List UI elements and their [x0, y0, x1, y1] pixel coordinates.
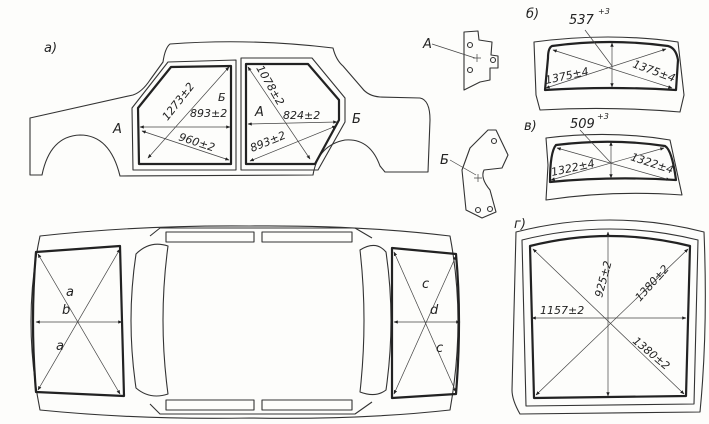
- side-view: а) А Б 1273±2 Б 893±2 960±2 1078±2 А 824…: [29, 41, 431, 177]
- windshield-view-b: б) 537 +3 1375±4 1375±4: [526, 7, 685, 113]
- rear-door-width: 893±2: [190, 107, 227, 120]
- front-door-point-a: А: [254, 105, 264, 120]
- rear-window-height: 509: [570, 117, 595, 132]
- car-top-outline: [30, 225, 459, 419]
- view-g-label: г): [514, 217, 526, 232]
- windshield-frame: [533, 36, 685, 113]
- point-b-label: Б: [352, 112, 361, 127]
- detail-a-label: А: [422, 37, 432, 52]
- trunk-width: 1157±2: [540, 304, 584, 317]
- trunk-diag-2: 1380±2: [630, 334, 672, 372]
- front-door-window-opening: [244, 62, 341, 166]
- top-dim-c-upper: c: [422, 277, 429, 292]
- view-a-label: а): [44, 41, 57, 56]
- rear-window-height-tolerance: +3: [597, 112, 609, 121]
- windshield-diag-left: 1375±4: [544, 65, 590, 87]
- rear-door-diagonal-2: 960±2: [177, 130, 216, 154]
- top-view: a b a c d c: [30, 225, 461, 419]
- detail-b-label: Б: [440, 153, 449, 168]
- top-dim-c-lower: c: [436, 341, 443, 356]
- side-dimension-lines: [139, 66, 338, 162]
- windshield-diag-right: 1375±4: [631, 58, 677, 85]
- windshield-height-tolerance: +3: [598, 7, 610, 16]
- rear-window-diag-right: 1322±4: [629, 150, 675, 176]
- front-door-frame-outer: [240, 57, 346, 171]
- windshield-top: [359, 244, 392, 396]
- top-dim-b: b: [62, 303, 70, 318]
- windshield-height: 537: [569, 13, 595, 28]
- rear-window-top: [130, 243, 169, 397]
- rear-door-point-b: Б: [218, 91, 226, 104]
- trunk-diag-1: 1380±2: [633, 262, 672, 304]
- rear-window-opening: [548, 140, 678, 184]
- rear-window-diag-left: 1322±4: [550, 157, 596, 179]
- view-b-label: б): [526, 7, 539, 22]
- detail-a-bracket: [463, 30, 499, 91]
- front-door-width: 824±2: [283, 109, 320, 122]
- view-v-label: в): [524, 119, 537, 134]
- trunk-height: 925±2: [592, 259, 614, 298]
- top-dim-d: d: [430, 303, 439, 318]
- rear-window-frame: [545, 133, 683, 201]
- top-dim-a-lower: a: [56, 339, 64, 354]
- detail-parts: А Б: [422, 30, 509, 219]
- point-a-label: А: [112, 122, 122, 137]
- top-dim-a-upper: a: [66, 285, 74, 300]
- front-door-diagonal: 1078±2: [253, 63, 286, 108]
- trunk-view-g: г) 1157±2 925±2 1380±2 1380±2: [511, 217, 706, 415]
- detail-b-bracket: [461, 129, 509, 219]
- trunk-opening: [528, 234, 692, 400]
- trunk-frame: [511, 219, 706, 415]
- car-side-outline: [29, 41, 431, 177]
- rear-window-view-v: в) 509 +3 1322±4 1322±4: [524, 112, 683, 201]
- front-door-diagonal-2: 893±2: [248, 129, 287, 155]
